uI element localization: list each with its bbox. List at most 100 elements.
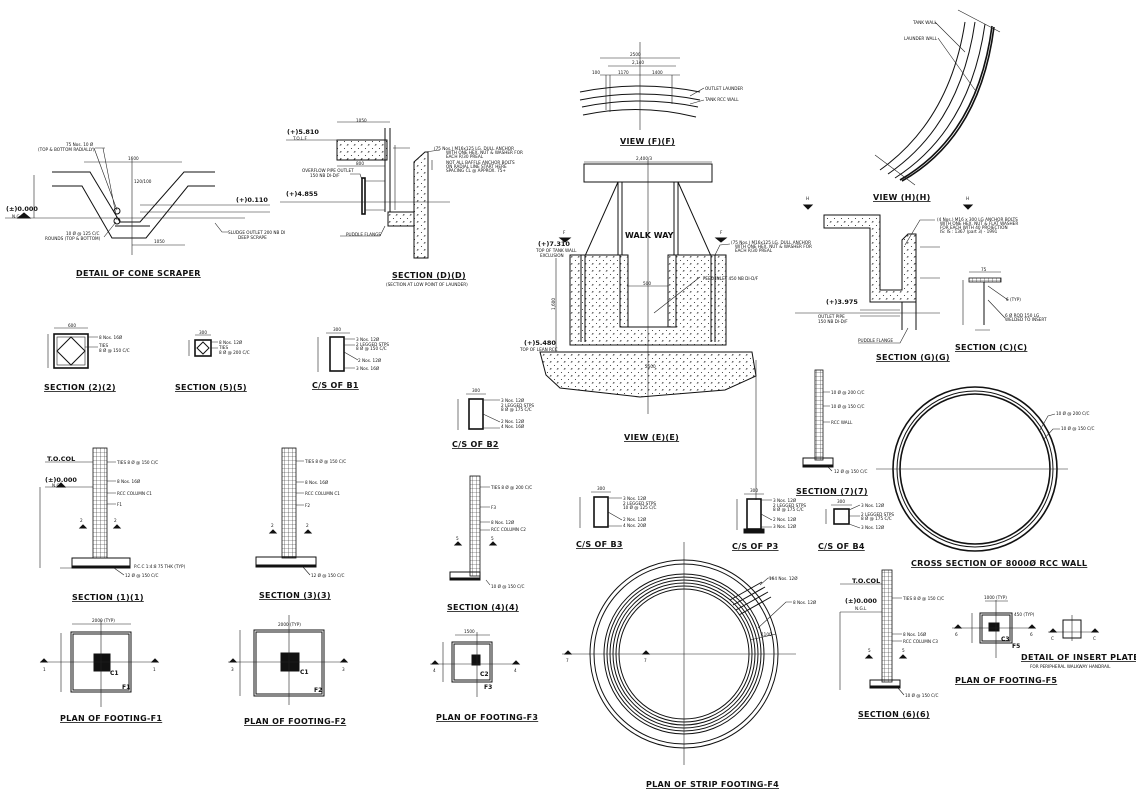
pcc-note: P.C.C 1:4:8 75 THK (TYP) bbox=[134, 564, 186, 569]
level-sublabel: TOP OF TANK WALL bbox=[535, 248, 577, 253]
rebar-note: ROUNDS (TOP & BOTTOM) bbox=[45, 236, 101, 241]
level-label: (+)5.810 bbox=[287, 128, 319, 136]
rebar-note: 10 Ø @ 150 C/C bbox=[831, 404, 864, 409]
level-sublabel: N.G.L bbox=[52, 483, 64, 488]
section-marker: 6 bbox=[955, 632, 958, 637]
rebar-note: 2 LEGGED STPS bbox=[623, 501, 656, 506]
section-4-4: 5 5 TIES 8 Ø @ 200 C/C F3 8 Nos. 12Ø RCC… bbox=[447, 475, 532, 612]
dimension: 300 bbox=[750, 488, 758, 493]
section-marker: 5 bbox=[868, 648, 871, 653]
section-6-6: 5 5 T.O.COL (±)0.000 N.G.L TIES 8 Ø @ 15… bbox=[839, 569, 944, 719]
anchor-note: (75 Nos.) M16x125 LG. DULL ANCHOR bbox=[731, 240, 811, 245]
section-marker: 1 bbox=[153, 667, 156, 672]
detail-title: PLAN OF FOOTING-F2 bbox=[244, 717, 346, 726]
detail-title: PLAN OF FOOTING-F5 bbox=[955, 676, 1057, 685]
view-e-e: WALK WAY F F (+)7.310 TOP OF TANK WALL E… bbox=[519, 156, 812, 500]
outlet-note: DEEP SCRAPE bbox=[238, 235, 267, 240]
rebar-note: 2 Nos. 12Ø bbox=[773, 517, 797, 522]
walkway-label: WALK WAY bbox=[625, 231, 674, 240]
plan-footing-f3: 4 4 1500 C2 F3 PLAN OF FOOTING-F3 bbox=[430, 629, 538, 722]
section-marker: 5 bbox=[491, 536, 494, 541]
rebar-note: 8 Nos. 12Ø bbox=[793, 600, 817, 605]
outlet-note: OVERFLOW PIPE OUTLET bbox=[302, 168, 354, 173]
detail-title: VIEW (H)(H) bbox=[873, 193, 931, 202]
rebar-note: 4 Nos. 20Ø bbox=[623, 523, 647, 528]
rebar-note: TIES 8 Ø @ 150 C/C bbox=[116, 460, 158, 465]
plan-footing-f5: 6 6 1000 (TYP) 450 (TYP) C3 F5 PLAN OF F… bbox=[952, 595, 1057, 685]
rebar-note: 2 LEGGED STPS bbox=[773, 503, 806, 508]
cs-of-b1: 300 3 Nos. 12Ø 2 LEGGED STPS 8 Ø @ 150 C… bbox=[312, 327, 389, 390]
anchor-note: IS: IS : 1367 (part 3) - 1991 bbox=[940, 229, 998, 234]
level-label: (+)4.855 bbox=[286, 190, 318, 198]
section-marker: C bbox=[1093, 636, 1096, 641]
rebar-note: 10 Ø @ 125 C/C bbox=[66, 231, 99, 236]
rebar-note: 3 Nos. 12Ø bbox=[773, 498, 797, 503]
anchor-note: EACH R/30 PREAL bbox=[735, 248, 773, 253]
launder-wall-label: LAUNDER WALL bbox=[904, 36, 938, 41]
level-sublabel: EXCLUSION bbox=[540, 253, 564, 258]
dimension: 300 bbox=[472, 388, 480, 393]
detail-title: PLAN OF FOOTING-F1 bbox=[60, 714, 162, 723]
wall-label: TANK RCC WALL bbox=[704, 97, 739, 102]
detail-title: PLAN OF FOOTING-F3 bbox=[436, 713, 538, 722]
detail-title: SECTION (C)(C) bbox=[955, 343, 1027, 352]
rebar-note: 8 Ø @ 200 C/C bbox=[219, 350, 250, 355]
dimension: 500 bbox=[643, 281, 651, 286]
rebar-note: 3 Nos. 12Ø bbox=[356, 337, 380, 342]
column-tag: C1 bbox=[300, 669, 309, 676]
puddle-note: PUDDLE FLANGE bbox=[346, 232, 381, 237]
rebar-note: F2 bbox=[305, 503, 310, 508]
section-marker: 3 bbox=[231, 667, 234, 672]
level-label: T.O.COL bbox=[852, 577, 880, 585]
launder-label: OUTLET LAUNDER bbox=[705, 86, 743, 91]
detail-subtitle: FOR PERIPHERAL WALKWAY HANDRAIL bbox=[1030, 664, 1111, 669]
level-label: (+)5.480 bbox=[524, 339, 556, 347]
cs-of-p3: 300 3 Nos. 12Ø 2 LEGGED STPS 8 Ø @ 175 C… bbox=[732, 488, 806, 551]
rebar-note: 3 Nos. 12Ø bbox=[773, 524, 797, 529]
rebar-note: (TOP & BOTTOM RADIALLY) bbox=[38, 147, 95, 152]
rebar-note: F3 bbox=[491, 505, 496, 510]
dimension: 300 bbox=[597, 486, 605, 491]
rebar-note: 12 Ø @ 150 C/C bbox=[125, 573, 158, 578]
dimension: 450 (TYP) bbox=[1014, 612, 1035, 617]
section-marker: 1 bbox=[43, 667, 46, 672]
rebar-note: 8 Ø @ 175 C/C bbox=[501, 407, 532, 412]
dimension: 800 bbox=[356, 161, 364, 166]
rebar-note: 10 Ø @ 150 C/C bbox=[1061, 426, 1094, 431]
footing-tag: F5 bbox=[1012, 643, 1020, 650]
rebar-note: 3 Nos. 12Ø bbox=[623, 496, 647, 501]
rebar-note: 75 Nos. 10 Ø bbox=[66, 142, 94, 147]
cs-of-b3: 300 3 Nos. 12Ø 2 LEGGED STPS 10 Ø @ 125 … bbox=[576, 486, 656, 549]
detail-title: SECTION (3)(3) bbox=[259, 591, 331, 600]
rebar-note: RCC COLUMN C1 bbox=[305, 491, 340, 496]
section-7-7: 10 Ø @ 200 C/C 10 Ø @ 150 C/C RCC WALL 1… bbox=[796, 369, 867, 496]
detail-title: SECTION (4)(4) bbox=[447, 603, 519, 612]
rebar-note: TIES 8 Ø @ 150 C/C bbox=[304, 459, 346, 464]
section-marker: 5 bbox=[456, 536, 459, 541]
rebar-note: RCC COLUMN C3 bbox=[903, 639, 938, 644]
section-g-g: (+)3.975 OUTLET PIPE 150 NB DI-D/F (4 No… bbox=[795, 214, 1018, 362]
detail-title: C/S OF B1 bbox=[312, 381, 359, 390]
detail-title: SECTION (1)(1) bbox=[72, 593, 144, 602]
anchor-note: SPACING CL @ APPROX. 75+ bbox=[446, 168, 506, 173]
rebar-note: 4 Nos. 16Ø bbox=[501, 424, 525, 429]
detail-title: C/S OF B2 bbox=[452, 440, 499, 449]
level-label: (±)0.000 bbox=[6, 205, 38, 213]
section-marker: F bbox=[563, 230, 566, 235]
tank-wall-label: TANK WALL bbox=[912, 20, 937, 25]
dimension: 1100 bbox=[761, 632, 772, 637]
rebar-note: 10 Ø @ 125 C/C bbox=[623, 505, 656, 510]
dimension: 1400 bbox=[652, 70, 663, 75]
rebar-note: TIES 8 Ø @ 150 C/C bbox=[902, 596, 944, 601]
anchor-note: FOR EACH WITH 40 PROJECTION bbox=[940, 225, 1008, 230]
level-label: (+)7.310 bbox=[538, 240, 570, 248]
puddle-note: PUDDLE FLANGE bbox=[858, 338, 893, 343]
rebar-note: 10 Ø @ 200 C/C bbox=[1056, 411, 1089, 416]
rebar-note: 8 Nos. 12Ø bbox=[219, 340, 243, 345]
section-2-2: 600 8 Nos. 16Ø TIES 8 Ø @ 150 C/C SECTIO… bbox=[44, 323, 130, 392]
dimension: 1,600 bbox=[551, 298, 556, 310]
dimension: 2500 bbox=[630, 52, 641, 57]
dimension: 300 bbox=[333, 327, 341, 332]
section-5-5: 300 8 Nos. 12Ø TIES 8 Ø @ 200 C/C SECTIO… bbox=[175, 330, 250, 392]
level-label: (±)0.000 bbox=[845, 597, 877, 605]
